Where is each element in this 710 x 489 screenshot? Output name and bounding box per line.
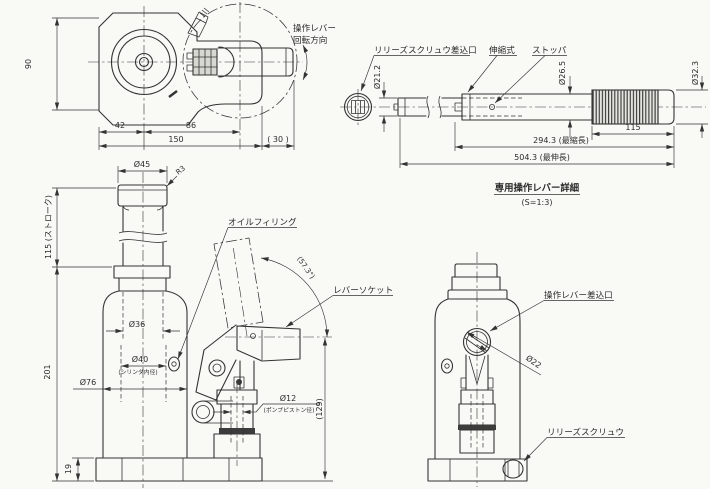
port-notch [168,90,178,98]
dim-max-length: 504.3 (最伸長) [514,152,570,162]
dim-42: 42 [115,121,125,130]
release-screw-top-icon [187,7,210,38]
dim-d40: Ø40 [132,354,148,364]
dim-129: (129) [315,398,324,420]
lever-grip [591,89,659,125]
lever-socket-coupling [186,46,235,78]
dim-19: 19 [64,464,73,474]
dim-d22: Ø22 [524,353,543,371]
lever-detail-title: 専用操作レバー詳細 [495,182,579,194]
dim-min-length: 294.3 (最縮長) [533,135,589,145]
stopper-hole [488,104,495,111]
top-view: 操作レバー 回転方向 90 42 86 150 ( 30 ) [24,2,336,152]
dim-stroke: 115 (ストローク) [44,195,53,259]
dim-d40-note: (シリンダ内径) [118,368,157,376]
lever-end-view [343,89,373,125]
dim-d21: Ø21.2 [372,65,382,89]
dim-150: 150 [168,135,183,144]
lever-port-label: 操作レバー差込口 [544,289,613,301]
dim-201: 201 [43,364,52,379]
front-view: (57.3°) オイルフィリング レバーソケット Ø45 R3 115 (ストロ… [43,159,393,488]
dim-d26: Ø26.5 [557,61,567,85]
dim-d12-note: (ポンプピストン径) [264,406,315,414]
oil-filling-label: オイルフィリング [228,216,297,228]
pump-side [458,354,496,454]
side-view: 操作レバー差込口 Ø22 リリーズスクリュウ [427,252,625,487]
oil-filler-plug [167,356,181,372]
dim-d76: Ø76 [80,377,96,387]
rotation-direction-label-line2: 回転方向 [293,34,327,46]
telescopic-label: 伸縮式 [489,44,515,56]
release-screw-label: リリーズスクリュウ [547,426,624,438]
pump-linkage [191,324,261,459]
dim-angle: (57.3°) [295,255,317,281]
release-screw-port-label: リリーズスクリュウ差込口 [374,44,477,56]
dim-d36: Ø36 [129,319,145,329]
lever-socket-label: レバーソケット [333,285,393,296]
dim-115: 115 [625,123,640,132]
lever-detail-view: リリーズスクリュウ差込口 伸縮式 ストッパ Ø21.2 Ø26.5 Ø32.3 … [340,44,708,207]
dim-d45: Ø45 [134,159,150,169]
dim-86: 86 [186,121,196,130]
stopper-label: ストッパ [532,45,567,56]
rotation-direction-label-line1: 操作レバー [293,22,336,34]
side-plug [440,358,454,374]
dim-d12: Ø12 [280,393,296,403]
lever-detail-scale: (S=1:3) [522,198,553,207]
dim-90: 90 [24,59,33,69]
release-screw-side [502,459,524,479]
dim-d32: Ø32.3 [690,61,700,85]
dim-r3: R3 [174,164,187,177]
dim-30: ( 30 ) [267,135,289,144]
